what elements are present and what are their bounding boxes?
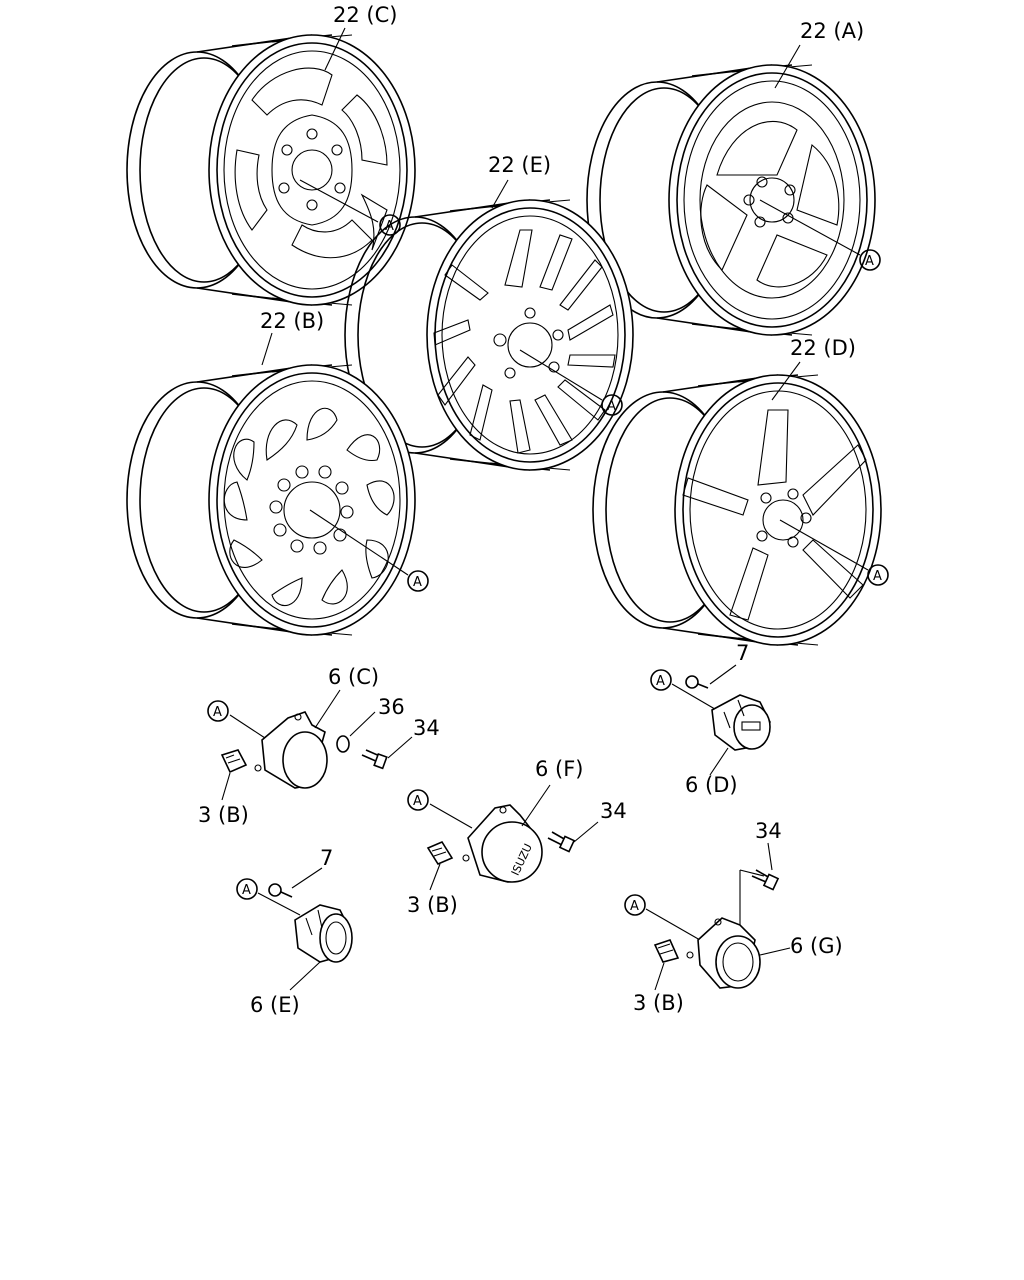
label-bolt-3b-c: 3 (B) <box>198 803 249 827</box>
label-cap-6d: 6 (D) <box>685 773 738 797</box>
label-bolt-3b-g: 3 (B) <box>633 991 684 1015</box>
svg-text:A: A <box>242 883 251 898</box>
svg-text:A: A <box>873 569 882 584</box>
ref-a-cap-d: A <box>650 669 672 691</box>
svg-text:A: A <box>656 674 665 689</box>
label-part-7-e: 7 <box>320 846 333 870</box>
cap-6g-group: A <box>624 842 791 991</box>
label-cap-6f: 6 (F) <box>535 757 584 781</box>
label-bolt-3b-f: 3 (B) <box>407 893 458 917</box>
wheel-22d <box>592 374 882 646</box>
ref-a-wheel-d: A <box>867 564 889 586</box>
label-part-34-f: 34 <box>600 799 627 823</box>
ref-a-wheel-e: A <box>601 394 623 416</box>
label-part-7-d: 7 <box>736 641 749 665</box>
cap-6f-group: A ISUZU <box>407 784 599 891</box>
svg-text:A: A <box>385 219 394 234</box>
wheel-22e <box>344 199 634 471</box>
cap-6d-group: A <box>650 664 771 776</box>
svg-text:A: A <box>413 575 422 590</box>
label-cap-6g: 6 (G) <box>790 934 843 958</box>
ref-a-wheel-c: A <box>379 214 401 236</box>
wheel-leaders <box>261 27 869 576</box>
cap-6e-group: A <box>236 867 353 991</box>
ref-a-cap-f: A <box>407 789 429 811</box>
ref-a-cap-c: A <box>207 700 229 722</box>
label-part-34-c: 34 <box>413 716 440 740</box>
svg-text:A: A <box>413 794 422 809</box>
ref-a-wheel-a: A <box>859 249 881 271</box>
svg-text:A: A <box>607 399 616 414</box>
wheel-22c <box>126 34 416 306</box>
label-wheel-22b: 22 (B) <box>260 309 324 333</box>
ref-a-cap-e: A <box>236 878 258 900</box>
wheel-22a <box>586 64 876 336</box>
wheel-22b <box>126 364 416 636</box>
label-part-34-g: 34 <box>755 819 782 843</box>
svg-text:A: A <box>213 705 222 720</box>
label-cap-6e: 6 (E) <box>250 993 300 1017</box>
ref-a-wheel-b: A <box>407 570 429 592</box>
label-part-36: 36 <box>378 695 405 719</box>
ref-a-cap-g: A <box>624 894 646 916</box>
label-wheel-22e: 22 (E) <box>488 153 551 177</box>
label-wheel-22c: 22 (C) <box>333 3 397 27</box>
label-cap-6c: 6 (C) <box>328 665 379 689</box>
svg-text:A: A <box>630 899 639 914</box>
svg-text:A: A <box>865 254 874 269</box>
cap-6c-group: A <box>207 689 413 801</box>
label-wheel-22d: 22 (D) <box>790 336 856 360</box>
label-wheel-22a: 22 (A) <box>800 19 864 43</box>
